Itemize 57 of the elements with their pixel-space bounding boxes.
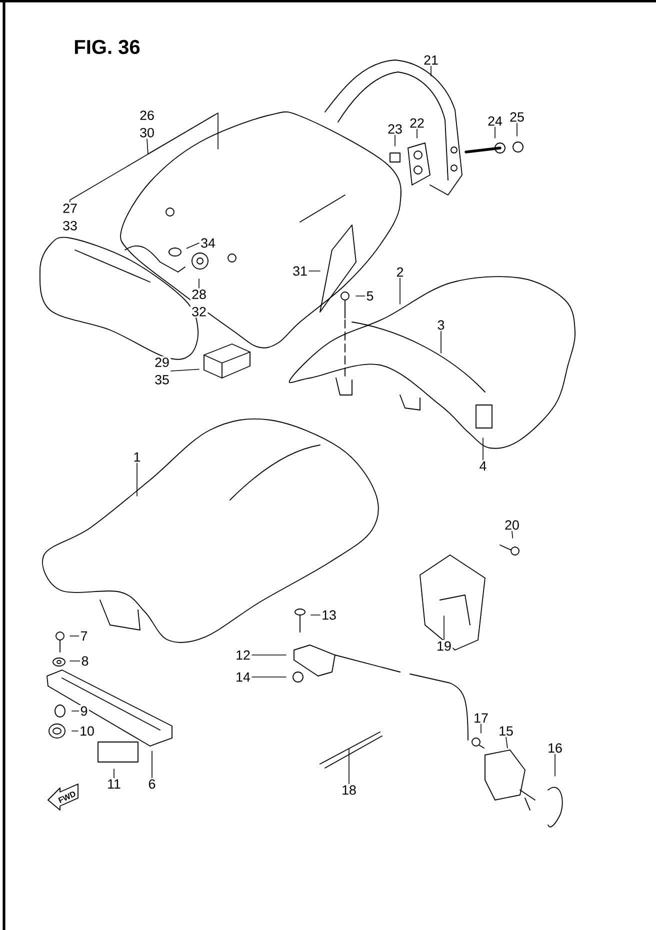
callout-number: 3 xyxy=(436,318,446,332)
leader-line xyxy=(310,614,320,616)
leader-line xyxy=(170,368,200,372)
callout-number: 23 xyxy=(386,122,404,136)
leader-line xyxy=(186,242,200,249)
leader-line xyxy=(348,748,350,784)
callout-number: 7 xyxy=(78,630,90,642)
callout-number: 28 32 xyxy=(190,288,208,318)
leader-line xyxy=(494,126,496,138)
leader-line xyxy=(506,736,508,748)
callout-number: 17 xyxy=(472,712,490,724)
callout-number: 18 xyxy=(340,784,358,796)
leader-line xyxy=(72,730,78,732)
leader-line xyxy=(252,654,286,656)
callout-number: 27 33 xyxy=(61,202,79,232)
callout-number: 11 xyxy=(106,778,122,790)
callout-number: 19 xyxy=(435,640,453,652)
callout-number: 13 xyxy=(320,608,338,622)
leader-line xyxy=(512,530,514,538)
leader-line xyxy=(70,114,215,202)
leader-line xyxy=(482,438,484,460)
callout-number: 22 xyxy=(408,117,426,129)
leader-line xyxy=(394,134,396,146)
leader-line xyxy=(416,128,418,138)
callout-number: 1 xyxy=(132,451,142,463)
leader-line xyxy=(136,462,138,496)
callout-number: 34 xyxy=(199,236,217,250)
callout-number: 8 xyxy=(80,654,90,668)
callout-number: 31 xyxy=(291,264,309,278)
callout-number: 5 xyxy=(364,290,376,302)
callout-number: 14 xyxy=(234,671,252,683)
callout-number: 21 xyxy=(422,54,440,66)
callout-number: 26 30 xyxy=(138,109,156,139)
callout-number: 10 xyxy=(78,724,96,738)
callout-number: 4 xyxy=(478,460,488,472)
leader-line xyxy=(516,122,518,136)
callout-number: 9 xyxy=(78,704,90,718)
leader-line xyxy=(70,660,80,662)
callout-number: 15 xyxy=(497,725,515,737)
leader-line xyxy=(440,330,442,354)
leader-line xyxy=(198,278,200,288)
leader-line xyxy=(480,724,482,734)
callout-number: 12 xyxy=(234,649,252,661)
leader-line xyxy=(308,270,320,272)
leader-line xyxy=(72,710,80,712)
callout-number: 16 xyxy=(546,742,564,754)
leader-line xyxy=(146,112,218,154)
callout-number: 20 xyxy=(503,518,521,532)
callout-number: 6 xyxy=(146,778,158,790)
callout-number: 2 xyxy=(394,266,406,278)
callout-number: 24 xyxy=(486,115,504,127)
leader-line xyxy=(430,66,432,76)
callout-number: 29 35 xyxy=(153,356,171,386)
leader-line xyxy=(252,676,286,678)
leader-line xyxy=(554,754,556,776)
figure-title: FIG. 36 xyxy=(75,40,140,54)
callout-number: 25 xyxy=(508,110,526,124)
